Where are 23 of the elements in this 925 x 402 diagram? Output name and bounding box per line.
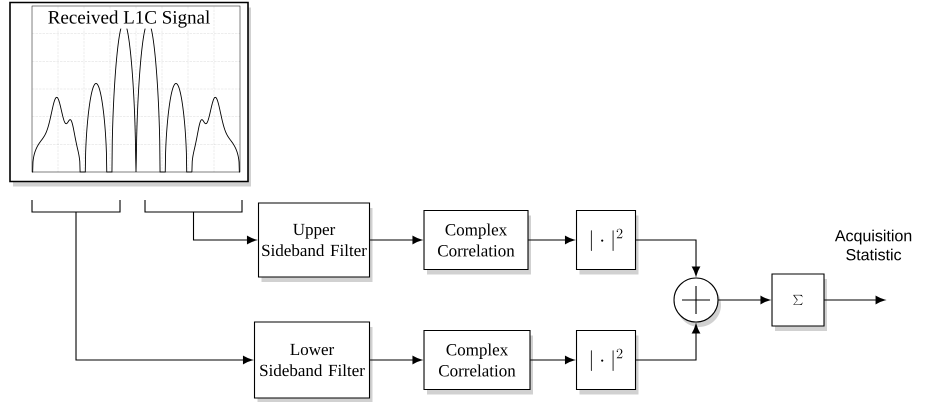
- arrow: [75, 212, 252, 364]
- plot-title: Received L1C Signal: [46, 9, 212, 29]
- arrow: [370, 236, 422, 244]
- arrow: [192, 212, 256, 244]
- edge-label: Acquisition Statistic: [834, 230, 912, 260]
- bracket: [31, 200, 121, 213]
- arrow: [636, 239, 700, 276]
- bracket: [144, 200, 243, 213]
- process-box: Upper Sideband Filter: [258, 202, 372, 282]
- arrow: [718, 296, 770, 304]
- plot-frame: [9, 2, 251, 186]
- arrow: [530, 356, 574, 364]
- operator-box: $|\cdot|^2$: [576, 210, 638, 274]
- operator-box: $|\cdot|^2$: [576, 330, 638, 394]
- arrow: [528, 236, 574, 244]
- arrow: [636, 324, 700, 361]
- arrow: [824, 296, 886, 304]
- process-box: Lower Sideband Filter: [254, 321, 372, 402]
- process-box: Complex Correlation: [423, 330, 533, 394]
- arrow: [370, 356, 422, 364]
- operator-box: $\sum$: [771, 273, 827, 331]
- summing-junction: [673, 277, 721, 327]
- process-box: Complex Correlation: [423, 210, 531, 274]
